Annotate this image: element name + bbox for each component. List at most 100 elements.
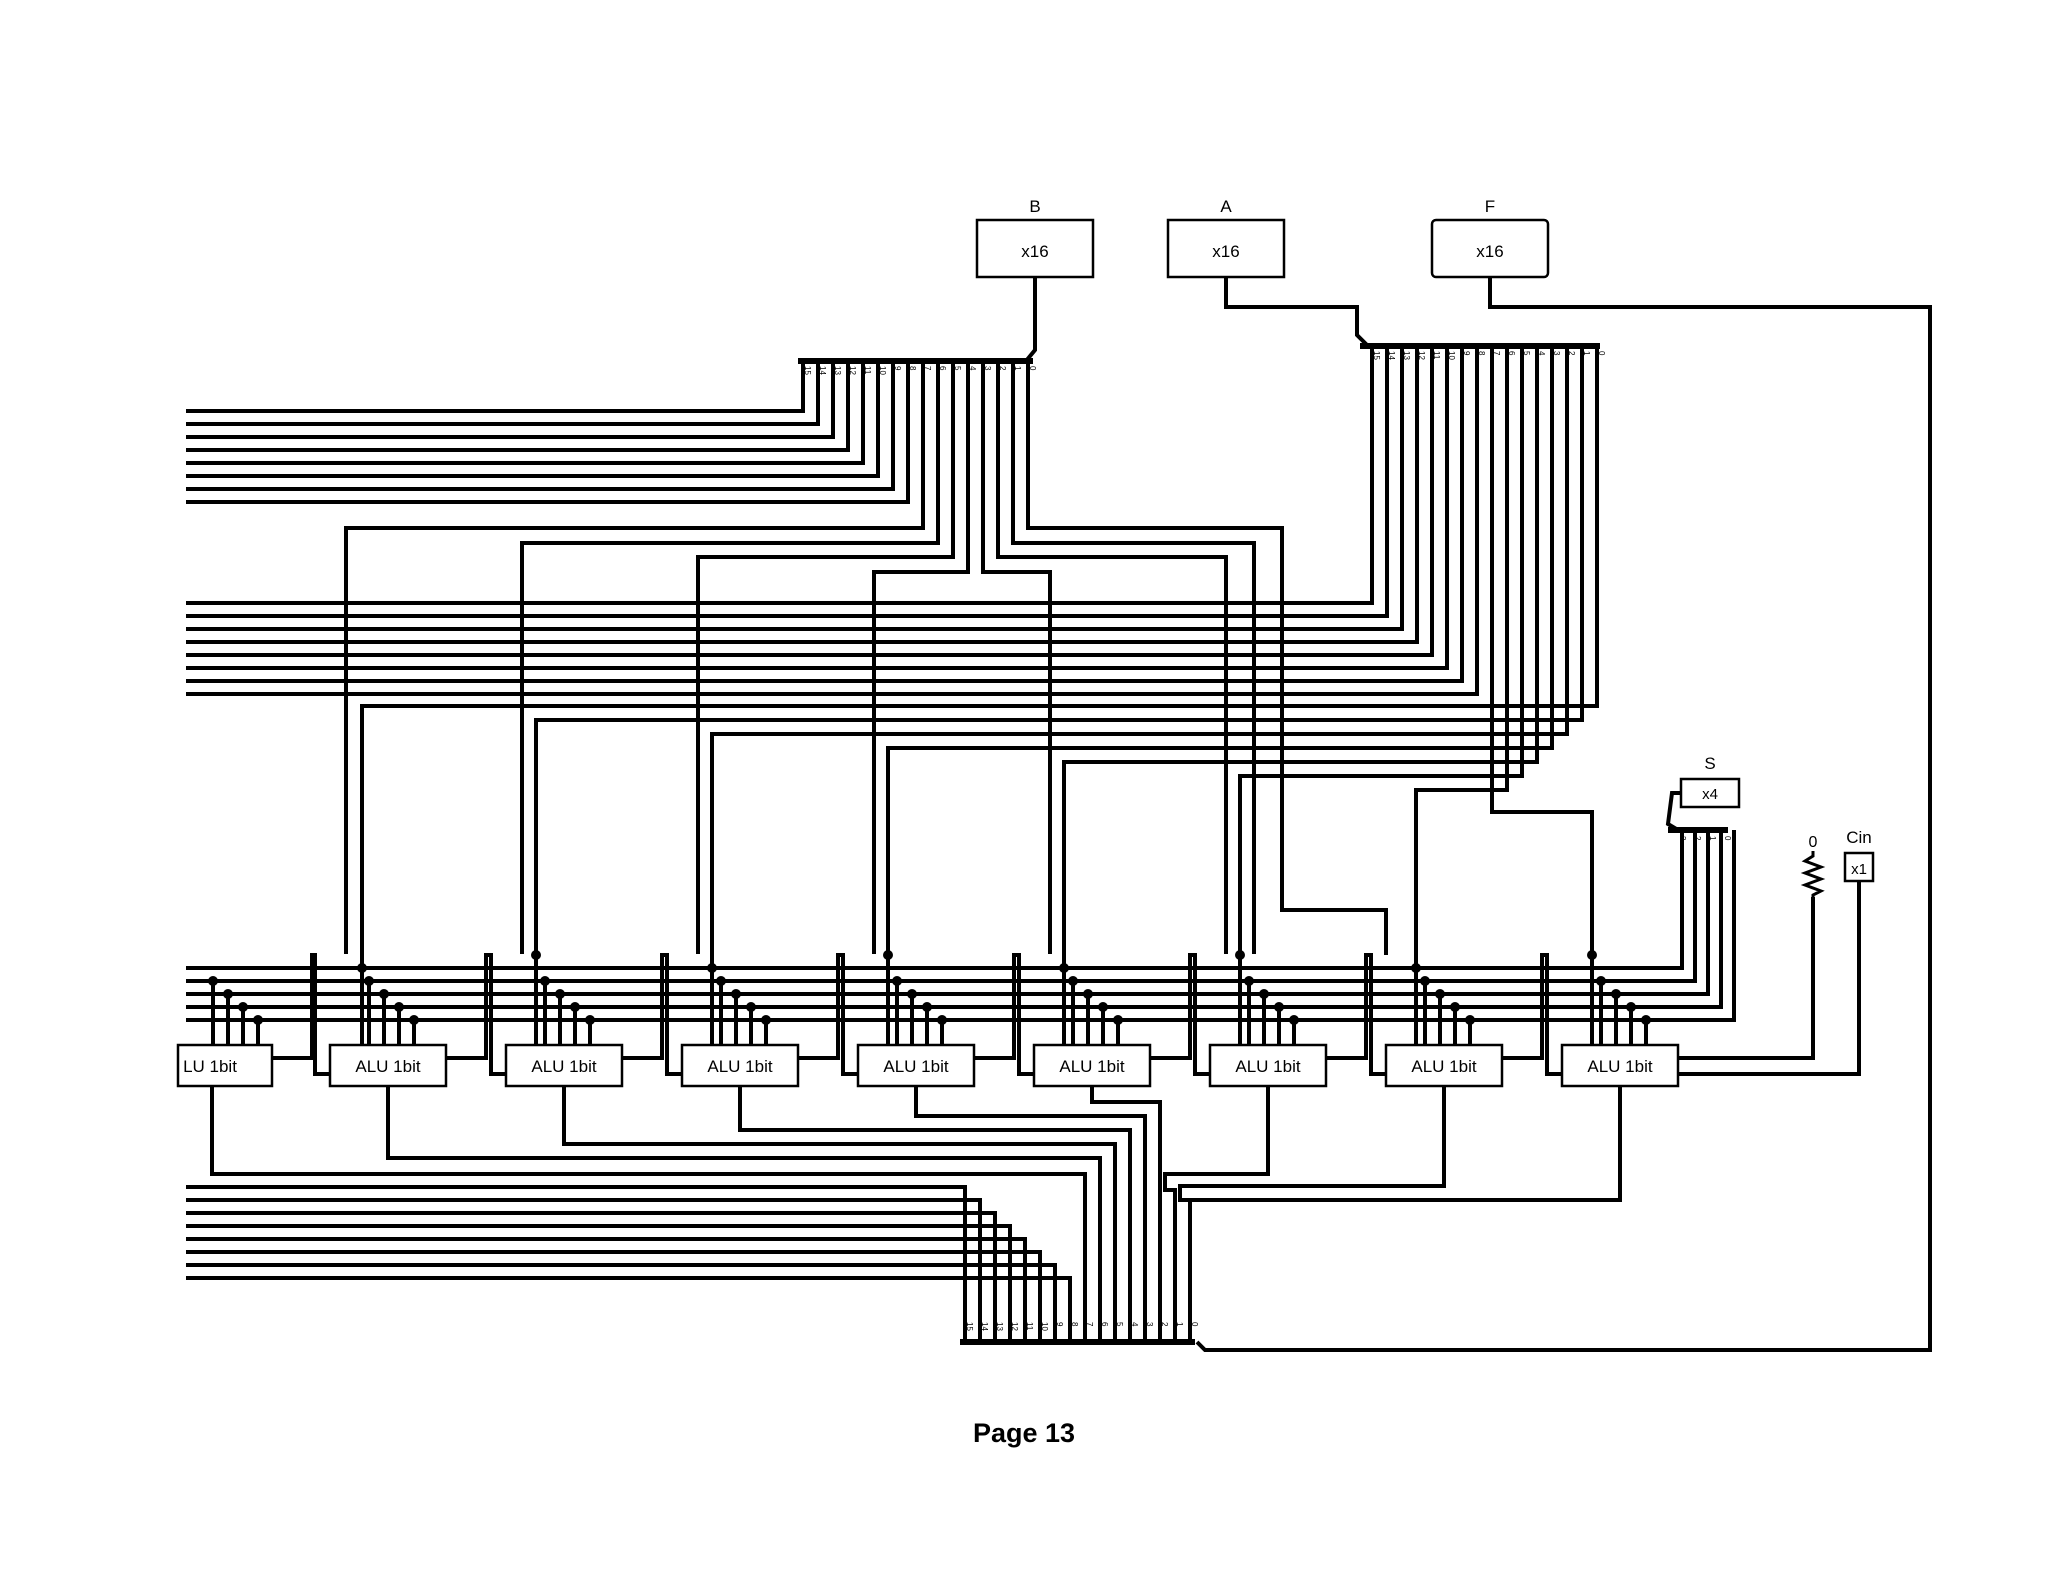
junction-dot: [746, 1002, 756, 1012]
junction-dot: [1244, 976, 1254, 986]
junction-dot: [922, 1002, 932, 1012]
wire-74: [1414, 346, 1509, 1045]
junction-dot: [1611, 989, 1621, 999]
alu-1bit[interactable]: ALU 1bit: [680, 1043, 800, 1088]
a-bus-pin-label: 8: [1477, 351, 1486, 356]
alu-1bit-label: ALU 1bit: [531, 1057, 596, 1076]
a-bus-pin-label: 15: [1372, 351, 1381, 360]
alu-1bit[interactable]: ALU 1bit: [1560, 1043, 1680, 1088]
alu-1bit-label: ALU 1bit: [1059, 1057, 1124, 1076]
alu-1bit[interactable]: ALU 1bit: [1384, 1043, 1504, 1088]
constant-zero-label: 0: [1809, 834, 1818, 851]
alu-1bit-label: ALU 1bit: [707, 1057, 772, 1076]
wire-86: [186, 1250, 1042, 1342]
wire-96: [1178, 1086, 1446, 1342]
wire-72: [344, 361, 925, 954]
junction-dot: [1274, 1002, 1284, 1012]
junction-dot: [1435, 989, 1445, 999]
wire-7: [186, 361, 910, 504]
alu-1bit-box: [176, 1043, 274, 1088]
junction-dot: [540, 976, 550, 986]
input-a[interactable]: A x16: [1166, 197, 1286, 279]
wire-91: [562, 1086, 1117, 1342]
wire-20: [186, 830, 1736, 1022]
f-bus-pin-label: 1: [1175, 1322, 1184, 1327]
wire-13: [186, 346, 1449, 670]
alu-1bit[interactable]: ALU 1bit: [856, 1043, 976, 1088]
alu-1bit-label: LU 1bit: [183, 1057, 237, 1076]
wire-10: [186, 346, 1404, 631]
f-bus-pin-label: 12: [1010, 1322, 1019, 1331]
alu-1bit[interactable]: ALU 1bit: [1208, 1043, 1328, 1088]
junction-dot: [1420, 976, 1430, 986]
input-cin-box: [1843, 851, 1875, 883]
junction-dot: [1411, 963, 1421, 973]
input-cin[interactable]: Cin x1: [1843, 828, 1875, 883]
junction-dot: [357, 963, 367, 973]
input-s-label: S: [1704, 754, 1715, 773]
input-b-width: x16: [1021, 242, 1048, 261]
alu-1bit[interactable]: ALU 1bit: [328, 1043, 448, 1088]
f-bus-splitter: [960, 1339, 1195, 1345]
wire-89: [210, 1086, 1087, 1342]
junction-dot: [1259, 989, 1269, 999]
wire-95: [1163, 1086, 1270, 1342]
wire-97: [1188, 1086, 1622, 1342]
b-bus-pin-label: 3: [983, 366, 992, 371]
wire-3: [186, 361, 850, 452]
a-bus-splitter: [1360, 343, 1600, 349]
input-s[interactable]: S x4: [1679, 754, 1741, 809]
wire-60: [798, 953, 858, 1076]
junction-dot: [364, 976, 374, 986]
a-bus-pin-label: 2: [1567, 351, 1576, 356]
input-s-box: [1679, 777, 1741, 809]
wire-0: [186, 361, 805, 413]
resistor-icon: [1800, 851, 1826, 897]
junction-dot: [1626, 1002, 1636, 1012]
wire-88: [186, 1276, 1072, 1342]
junction-dot: [379, 989, 389, 999]
input-b[interactable]: B x16: [975, 197, 1095, 279]
junction-dot: [570, 1002, 580, 1012]
input-f[interactable]: F x16: [1430, 197, 1550, 279]
input-s-width: x4: [1702, 786, 1718, 803]
junction-dot: [716, 976, 726, 986]
alu-blocks: LU 1bit ALU 1bit ALU 1bit ALU 1bit ALU 1bit A…: [176, 1043, 1680, 1088]
f-output-wire: [1195, 277, 1932, 1352]
junction-dot: [208, 976, 218, 986]
junction-dot: [1083, 989, 1093, 999]
f-bus-pin-label: 15: [965, 1322, 974, 1331]
alu-1bit-label: ALU 1bit: [1235, 1057, 1300, 1076]
a-bus-pin-label: 11: [1432, 351, 1441, 360]
wire-70: [696, 361, 955, 954]
input-f-width: x16: [1476, 242, 1503, 261]
wire-12: [186, 346, 1434, 657]
wire-18: [186, 830, 1710, 996]
alu-1bit[interactable]: LU 1bit: [176, 1043, 274, 1088]
wire-69: [872, 361, 970, 954]
junction-dot: [761, 1015, 771, 1025]
wire-58: [446, 953, 506, 1076]
a-bus-pin-label: 14: [1387, 351, 1396, 360]
alu-1bit[interactable]: ALU 1bit: [1032, 1043, 1152, 1088]
f-bus-pin-label: 2: [1160, 1322, 1169, 1327]
b-bus-pin-label: 8: [908, 366, 917, 371]
b-bus-pin-label: 0: [1028, 366, 1037, 371]
constant-zero[interactable]: 0: [1800, 834, 1826, 897]
alu-1bit-label: ALU 1bit: [1411, 1057, 1476, 1076]
b-bus-pin-label: 11: [863, 366, 872, 375]
wire-15: [186, 346, 1479, 696]
b-bus-pin-label: 6: [938, 366, 947, 371]
junction-dot: [907, 989, 917, 999]
wire-90: [386, 1086, 1102, 1342]
s-bus-splitter: [1668, 827, 1728, 833]
alu-1bit-box: [856, 1043, 976, 1088]
alu-1bit[interactable]: ALU 1bit: [504, 1043, 624, 1088]
wire-9: [186, 346, 1389, 618]
wire-87: [186, 1263, 1057, 1342]
wire-77: [886, 346, 1554, 1045]
f-bus-pin-label: 9: [1055, 1322, 1064, 1327]
b-bus-pin-label: 12: [848, 366, 857, 375]
b-bus-pin-label: 2: [998, 366, 1007, 371]
blocks: B x16 A x16 F x16 S x4 Cin x1: [975, 197, 1875, 897]
